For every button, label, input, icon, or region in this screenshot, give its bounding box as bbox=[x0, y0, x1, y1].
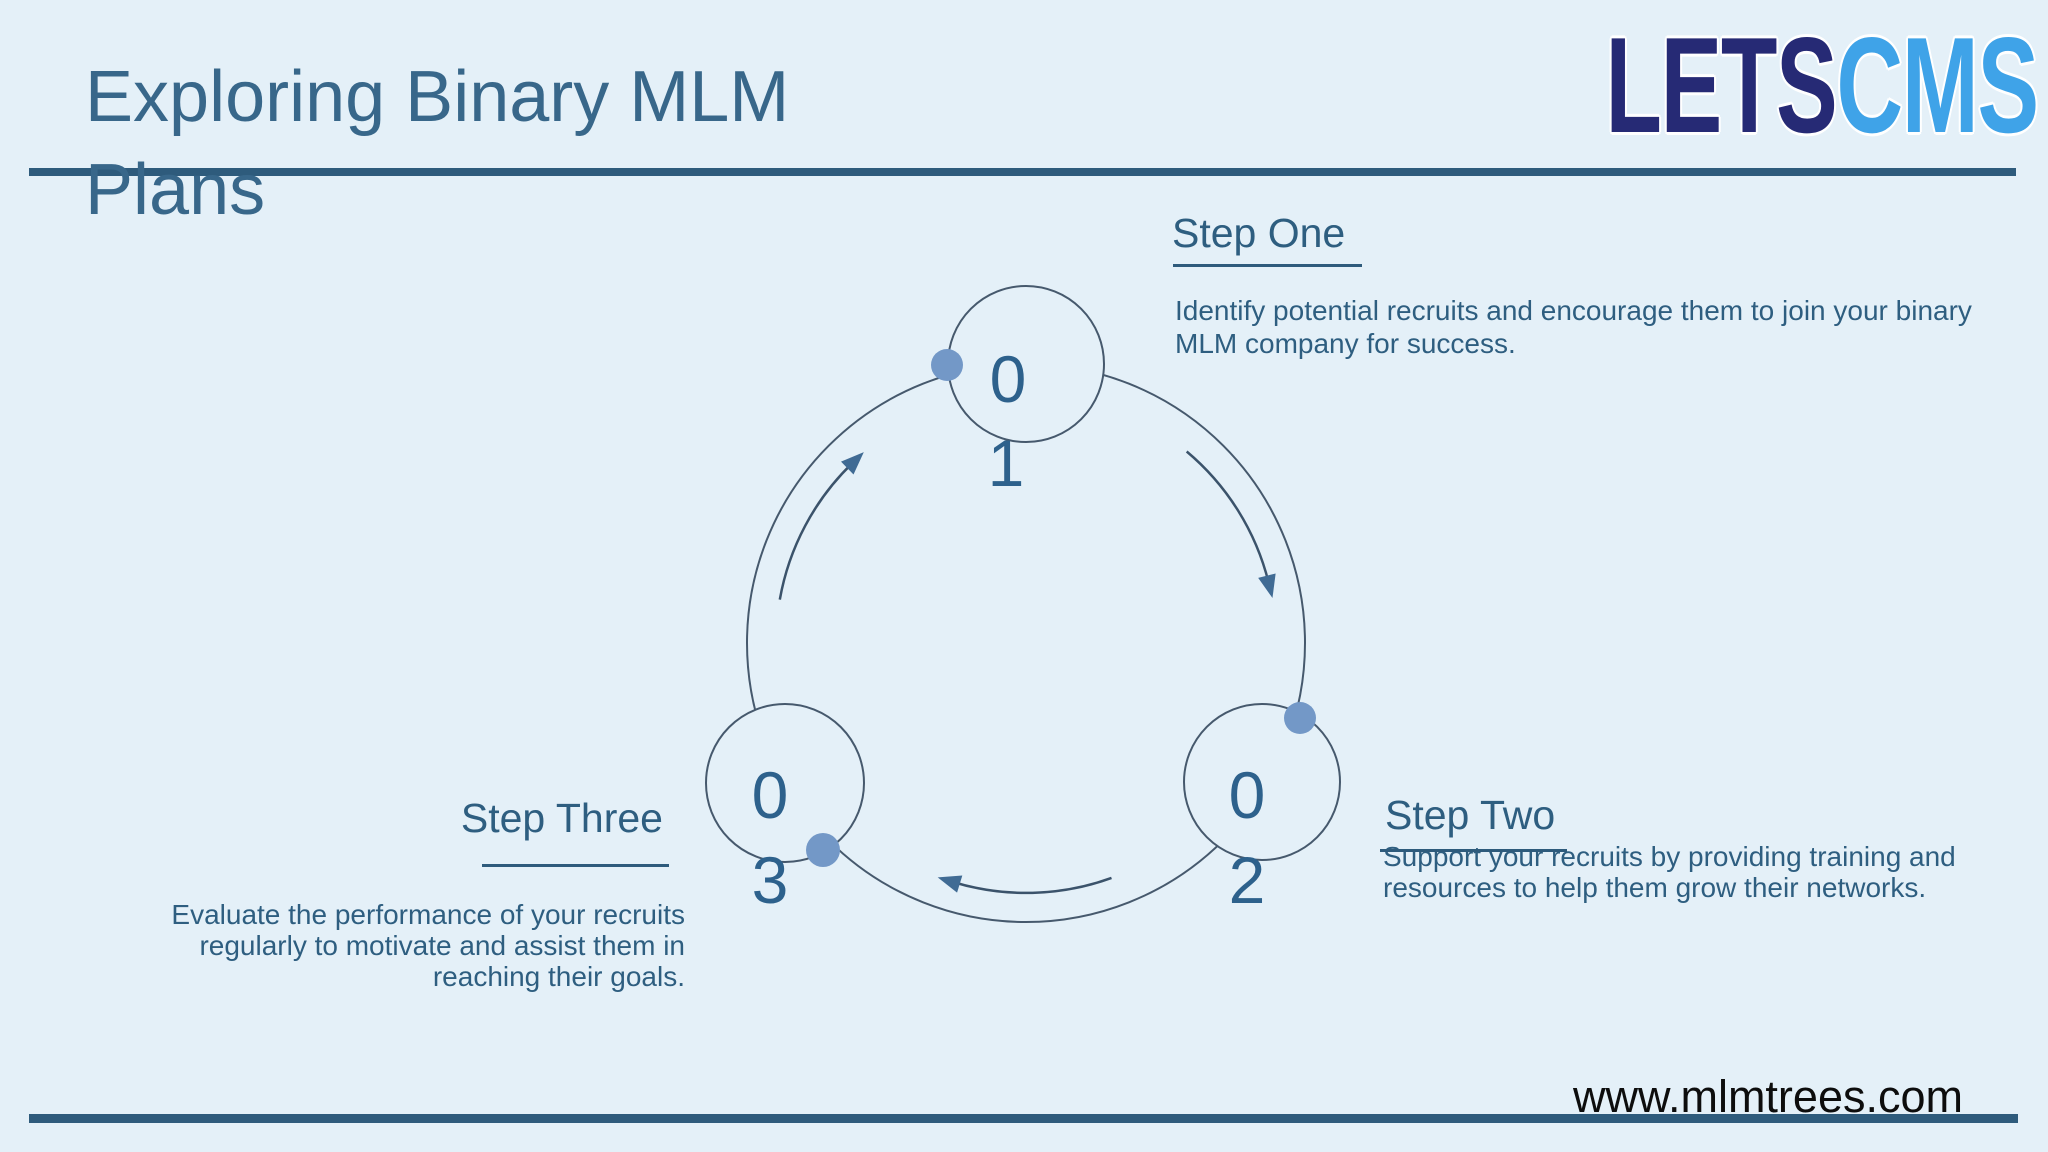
step1-number-digit-0: 0 bbox=[989, 342, 1027, 416]
step1-connector-dot bbox=[931, 349, 963, 381]
arrowhead-down-icon bbox=[1258, 573, 1276, 599]
arrowhead-up-icon bbox=[841, 452, 864, 475]
page-title: Exploring Binary MLM Plans bbox=[85, 57, 790, 230]
step-two-heading: Step Two bbox=[1385, 792, 1556, 838]
step2-number-digit-2: 2 bbox=[1228, 843, 1266, 917]
step-one-heading: Step One bbox=[1172, 210, 1346, 256]
step-three-description: Evaluate the performance of your recruit… bbox=[171, 899, 685, 992]
step3-node-circle bbox=[705, 703, 865, 863]
step2-connector-dot bbox=[1284, 702, 1316, 734]
arrow-step1-to-step2 bbox=[1185, 450, 1270, 583]
step-one-underline bbox=[1173, 264, 1362, 267]
step-two-description: Support your recruits by providing train… bbox=[1383, 841, 1956, 903]
footer-bar bbox=[29, 1114, 2018, 1123]
header-divider-line bbox=[29, 168, 2016, 176]
step2-number-digit-0: 0 bbox=[1228, 758, 1266, 832]
step-one-description: Identify potential recruits and encourag… bbox=[1175, 295, 1972, 359]
arrow-step2-to-step3 bbox=[952, 876, 1112, 895]
step3-number-digit-3: 3 bbox=[751, 843, 789, 917]
step1-number-digit-1: 1 bbox=[987, 426, 1025, 500]
step3-number-digit-0: 0 bbox=[751, 758, 789, 832]
step-two-underline bbox=[1380, 849, 1567, 852]
step3-connector-dot bbox=[806, 833, 840, 867]
arrowhead-left-icon bbox=[937, 875, 963, 893]
step2-node-circle bbox=[1183, 703, 1341, 861]
arrow-step3-to-step1 bbox=[778, 462, 854, 600]
logo-text-cms: CMS bbox=[1836, 9, 2040, 161]
step-three-heading: Step Three bbox=[460, 795, 663, 841]
logo-text-lets: LETS bbox=[1605, 9, 1838, 161]
letscms-logo: LETSCMS bbox=[1606, 17, 2040, 153]
step-three-underline bbox=[482, 864, 669, 867]
website-url: www.mlmtrees.com bbox=[1572, 1071, 1963, 1122]
